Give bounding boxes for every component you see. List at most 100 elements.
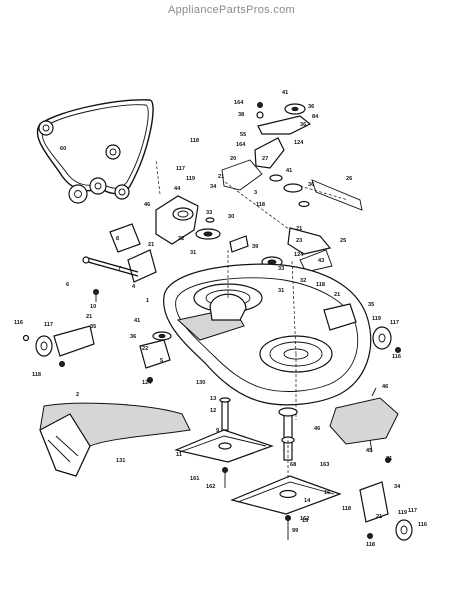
callout-36: 36 [300,122,306,128]
callout-labels: 41 164 38 36 84 36 55 164 124 118 117 11… [14,90,427,548]
callout-163: 163 [320,462,329,468]
callout-1: 1 [146,298,149,304]
callout-46: 46 [382,384,388,390]
callout-16: 16 [324,490,330,496]
callout-116: 116 [14,320,23,326]
callout-27: 27 [262,156,268,162]
callout-30: 30 [228,214,234,220]
callout-116: 116 [418,522,427,528]
callout-60: 60 [60,146,66,152]
callout-12: 12 [210,408,216,414]
callout-41: 41 [282,90,288,96]
callout-3: 3 [254,190,257,196]
callout-41: 41 [286,168,292,174]
callout-21: 21 [148,242,154,248]
callout-161: 161 [190,476,199,482]
callout-119: 119 [186,176,195,182]
discharge-chute [39,402,191,477]
right-gauge-wheel [323,303,401,353]
callout-124: 124 [142,380,152,386]
callout-162: 162 [300,516,309,522]
callout-118: 118 [342,506,351,512]
callout-20: 20 [230,156,236,162]
callout-25: 25 [340,238,346,244]
callout-124: 124 [294,140,304,146]
callout-39: 39 [252,244,258,250]
callout-35: 35 [368,302,374,308]
left-spindle-blade [174,397,274,488]
callout-15: 15 [302,518,308,524]
left-gauge-wheel [22,325,95,367]
callout-10: 10 [90,304,96,310]
callout-32: 32 [178,236,184,242]
callout-36: 36 [130,334,136,340]
callout-21: 21 [86,314,92,320]
callout-38: 38 [238,112,244,118]
callout-23: 23 [296,238,302,244]
callout-84: 84 [312,114,319,120]
callout-11: 11 [176,452,182,458]
callout-55: 55 [240,132,246,138]
callout-118: 118 [256,202,265,208]
callout-14: 14 [304,498,311,504]
callout-7: 7 [118,266,121,272]
callout-26: 26 [346,176,352,182]
callout-131: 131 [116,458,125,464]
callout-117: 117 [44,322,53,328]
callout-118: 118 [316,282,325,288]
callout-99: 99 [292,528,298,534]
deck-shield-right [329,387,399,453]
callout-36: 36 [308,182,314,188]
center-pulley [195,217,249,253]
callout-45: 45 [366,448,372,454]
callout-46: 46 [314,426,320,432]
callout-36: 36 [308,104,314,110]
callout-116: 116 [392,354,401,360]
callout-41: 41 [134,318,140,324]
right-spindle-blade [230,407,342,540]
callout-21: 21 [296,226,302,232]
callout-162: 162 [206,484,215,490]
callout-31: 31 [278,288,284,294]
callout-130: 130 [196,380,205,386]
callout-44: 44 [174,186,181,192]
mower-deck-housing [163,250,372,420]
callout-21: 21 [386,456,392,462]
callout-6: 6 [66,282,69,288]
callout-43: 43 [318,258,324,264]
callout-4: 4 [132,284,136,290]
spindle-bracket-left [155,159,199,245]
callout-21: 21 [218,174,224,180]
callout-117: 117 [176,166,185,172]
callout-164: 164 [234,100,244,106]
callout-9: 9 [216,428,219,434]
callout-34: 34 [210,184,217,190]
left-spindle-pulley [139,331,172,383]
callout-8: 8 [116,236,119,242]
callout-33: 33 [206,210,212,216]
callout-5: 5 [160,358,163,364]
drive-belt [36,99,154,204]
callout-164: 164 [236,142,246,148]
callout-117: 117 [408,508,417,514]
callout-32: 32 [300,278,306,284]
callout-118: 118 [190,138,199,144]
callout-2: 2 [76,392,79,398]
idler-bracket-top [221,102,363,231]
callout-119: 119 [372,316,381,322]
watermark-text: AppliancePartsPros.com [167,4,296,16]
callout-34: 34 [394,484,401,490]
callout-22: 22 [142,346,148,352]
callout-46: 46 [144,202,150,208]
callout-31: 31 [190,250,196,256]
callout-21: 21 [376,514,382,520]
lower-right-wheel-bracket [359,457,413,541]
callout-13: 13 [210,396,216,402]
callout-117: 117 [390,320,399,326]
callout-33: 33 [278,266,284,272]
callout-118: 118 [366,542,375,548]
callout-118: 118 [32,372,41,378]
callout-35: 35 [90,324,96,330]
callout-68: 68 [290,462,296,468]
callout-119: 119 [398,510,407,516]
